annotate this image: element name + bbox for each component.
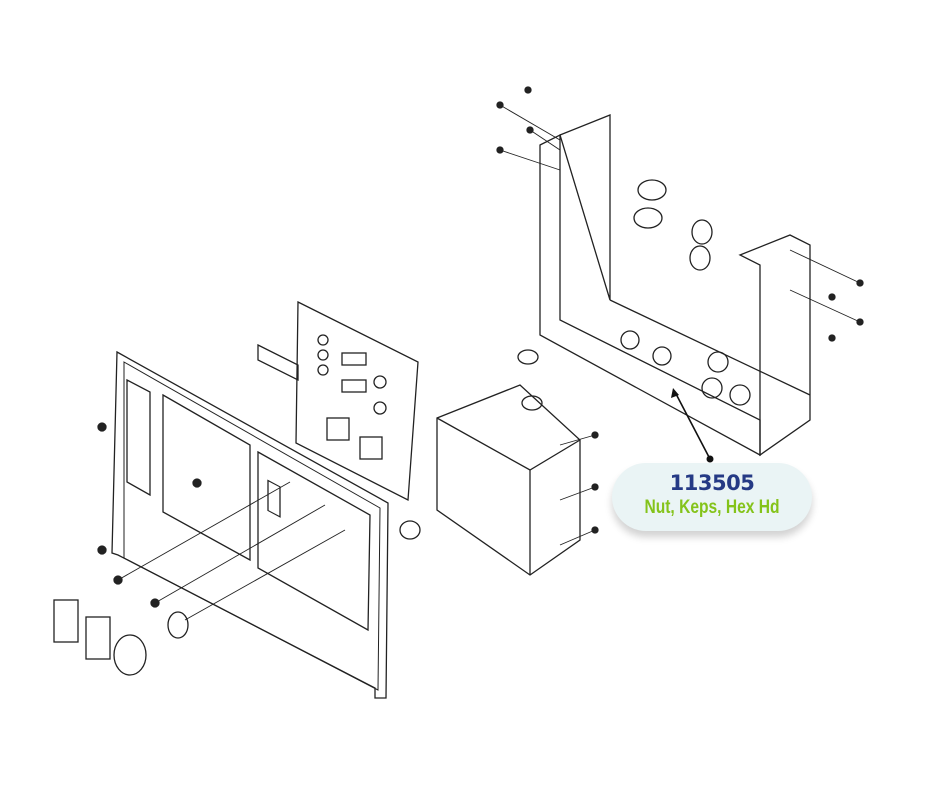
control-plate (257, 300, 419, 502)
callout-leader (671, 388, 714, 463)
leader-lines (117, 104, 861, 621)
power-module (436, 349, 581, 576)
part-number: 113505 (669, 471, 755, 495)
front-panel (111, 350, 389, 699)
rear-enclosure (539, 114, 811, 457)
switches-and-knob (53, 520, 421, 676)
part-description: Nut, Keps, Hex Hd (644, 497, 780, 518)
part-callout: 113505 Nut, Keps, Hex Hd (612, 463, 812, 531)
